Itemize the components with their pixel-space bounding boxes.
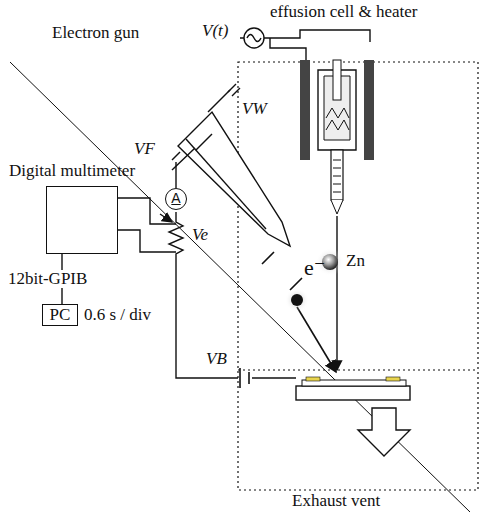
edge-label: 12bit-GPIB (6, 270, 89, 289)
ammeter-circle: A (165, 188, 187, 210)
voltage-name: VW (242, 100, 267, 119)
vent-label: Exhaust vent (292, 492, 380, 511)
electron (291, 294, 303, 306)
circuit-wiring (118, 152, 296, 378)
electron-glow (285, 288, 309, 312)
exhaust-arrow (358, 408, 410, 456)
aperture (262, 252, 302, 290)
box-heading: Digital multimeter (9, 162, 135, 181)
cell-label: effusion cell & heater (270, 3, 417, 22)
signal-name: V(t) (202, 22, 228, 41)
box-text: PC (50, 306, 71, 325)
box-text: A (171, 191, 180, 206)
zn-beam (336, 216, 337, 370)
atom-name: Zn (346, 252, 365, 271)
voltage-name: Ve (192, 226, 208, 245)
voltage-name: VB (206, 350, 227, 369)
pc-box: PC (42, 304, 78, 326)
timebase-note: 0.6 s / div (84, 306, 151, 325)
voltage-name: VF (134, 140, 155, 159)
sample-stage (296, 377, 410, 400)
multimeter-box: Digital multimeter (46, 186, 118, 254)
part-name: Electron gun (52, 24, 139, 43)
effusion-cell (300, 60, 374, 214)
electron-beam (297, 307, 336, 372)
chamber-outline (238, 62, 478, 490)
electron-gun (172, 84, 290, 246)
heater-wiring (240, 28, 370, 60)
battery-symbol (240, 368, 249, 388)
electron-symbol: e⁻ (304, 256, 325, 280)
